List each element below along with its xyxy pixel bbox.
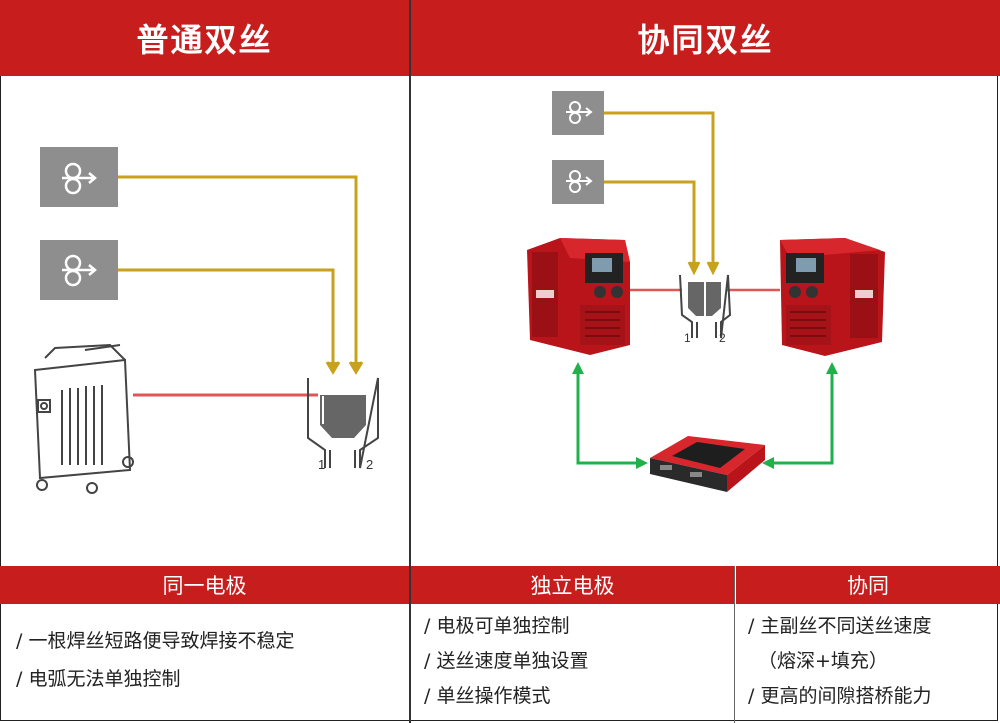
wire-path [604,111,720,276]
torch-label-2: 2 [366,457,373,472]
bullet-item: / 更高的间隙搭桥能力 [748,685,932,707]
header-synchronized-twin-wire: 协同双丝 [411,0,1000,76]
welding-machine-icon [527,238,630,355]
subheader-synchronized: 协同 [736,566,1000,604]
torch-label-1: 1 [684,331,691,345]
right-bullet-list: / 主副丝不同送丝速度 （熔深+填充） / 更高的间隙搭桥能力 [748,613,931,718]
bullet-item: / 主副丝不同送丝速度 [748,615,932,637]
bottom-divider [734,566,735,723]
torch-icon [307,377,379,469]
control-link [576,368,834,465]
subheader-independent-electrode: 独立电极 [411,566,734,604]
torch-label-1: 1 [318,457,325,472]
torch-icon [679,274,732,339]
header-standard-twin-wire: 普通双丝 [0,0,409,76]
center-divider [409,0,411,723]
bullet-item: / 电极可单独控制 [424,615,570,637]
torch-label-2: 2 [719,331,726,345]
wire-feeder-icon [552,91,604,135]
arrow-head [762,457,774,469]
welding-machine-icon [780,238,885,356]
subheader-same-electrode: 同一电极 [0,566,409,604]
arrow-head [572,362,584,374]
control-unit-icon [650,436,765,492]
left-bullet-list: / 一根焊丝短路便导致焊接不稳定 / 电弧无法单独控制 [16,628,294,704]
arrow-head [636,457,648,469]
diagram-canvas: 1 2 [33,91,885,494]
wire-path [118,175,364,375]
middle-bullet-list: / 电极可单独控制 / 送丝速度单独设置 / 单丝操作模式 [424,613,588,718]
bullet-item: / 送丝速度单独设置 [424,650,589,672]
arrow-head [826,362,838,374]
bullet-item: （熔深+填充） [758,650,888,672]
wire-feeder-icon [552,160,604,204]
bullet-item: / 单丝操作模式 [424,685,551,707]
bullet-item: / 一根焊丝短路便导致焊接不稳定 [16,630,295,652]
wire-feeder-icon [40,147,118,207]
wire-feeder-icon [40,240,118,300]
power-source-icon [33,343,134,494]
bullet-item: / 电弧无法单独控制 [16,668,181,690]
